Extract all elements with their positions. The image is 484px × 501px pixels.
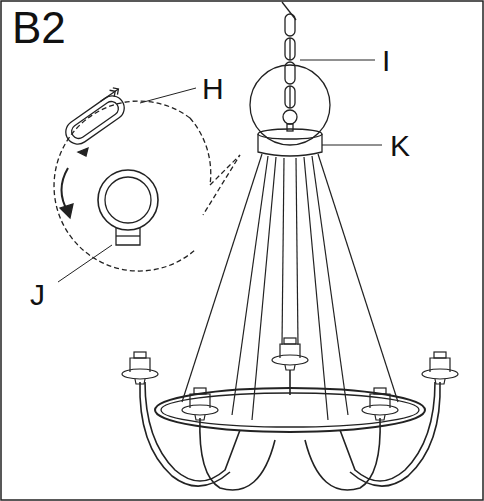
candle-cup [422, 352, 458, 384]
part-label: I [382, 46, 390, 76]
part-label: K [390, 131, 410, 161]
part-label: H [202, 74, 224, 104]
step-title: B2 [12, 6, 66, 50]
candle-cup [182, 388, 218, 420]
part-label: J [30, 280, 45, 310]
candle-cup [272, 338, 308, 370]
candle-cup [362, 388, 398, 420]
candle-cup [122, 352, 158, 384]
